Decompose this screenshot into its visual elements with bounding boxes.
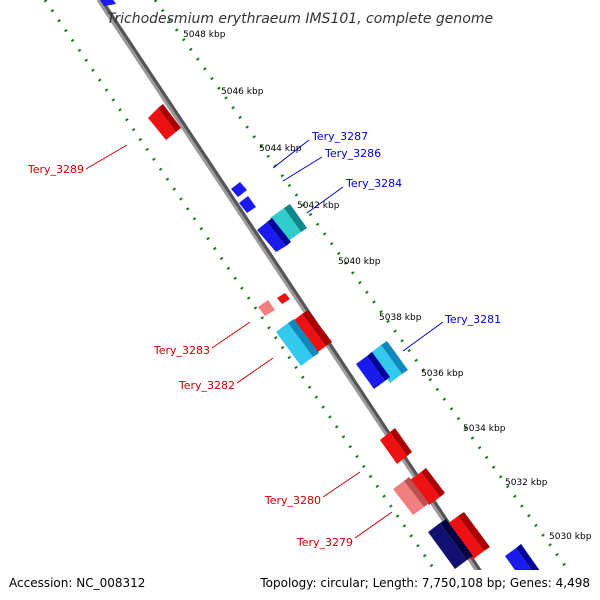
gene-label-tery-3281[interactable]: Tery_3281 <box>444 313 501 326</box>
gene-blue-mid[interactable] <box>356 352 390 389</box>
leader-line <box>282 156 323 182</box>
scale-label: 5046 kbp <box>221 87 264 97</box>
reverse-gene-labels: Tery_3289 Tery_3283 Tery_3282 Tery_3280 … <box>27 144 393 549</box>
gene-label-tery-3284[interactable]: Tery_3284 <box>345 177 402 190</box>
forward-gene-labels: Tery_3287 Tery_3286 Tery_3284 Tery_3281 <box>272 130 501 352</box>
leader-line <box>211 321 251 349</box>
gene-tery-3280[interactable] <box>393 477 429 515</box>
scale-label: 5048 kbp <box>183 30 226 40</box>
leader-line <box>85 144 128 170</box>
scale-label: 5036 kbp <box>421 369 464 379</box>
leader-line <box>402 321 444 352</box>
scale-label: 5038 kbp <box>379 313 422 323</box>
inner-reverse-track <box>43 0 457 600</box>
gene-top-partial[interactable] <box>100 0 116 6</box>
gene-tery-3279[interactable] <box>428 519 473 569</box>
gene-tery-3287[interactable] <box>231 182 247 197</box>
gene-features <box>100 0 545 590</box>
map-title: Trichodesmium erythraeum IMS101, complet… <box>107 11 493 27</box>
gene-tery-3282[interactable] <box>276 319 319 366</box>
gene-small-red[interactable] <box>277 293 290 304</box>
scale-labels: 5048 kbp 5046 kbp 5044 kbp 5042 kbp 5040… <box>183 30 592 542</box>
scale-label: 5042 kbp <box>297 201 340 211</box>
gene-red-low-b[interactable] <box>410 468 445 505</box>
accession-text: Accession: NC_008312 <box>9 576 145 590</box>
gene-label-tery-3279[interactable]: Tery_3279 <box>296 536 353 549</box>
gene-red-low-a[interactable] <box>380 428 412 464</box>
leader-line <box>354 511 393 539</box>
leader-line <box>236 357 274 384</box>
leader-line <box>306 186 344 214</box>
gene-tery-3281[interactable] <box>369 341 408 383</box>
scale-label: 5040 kbp <box>338 257 381 267</box>
gene-tery-3289[interactable] <box>148 104 181 140</box>
gene-red-bottom[interactable] <box>446 512 490 560</box>
scale-label: 5044 kbp <box>259 144 302 154</box>
gene-tery-3285[interactable] <box>257 218 291 252</box>
gene-label-tery-3289[interactable]: Tery_3289 <box>27 163 84 176</box>
gene-label-tery-3286[interactable]: Tery_3286 <box>324 147 381 160</box>
genome-summary-text: Topology: circular; Length: 7,750,108 bp… <box>259 576 590 590</box>
gene-red-large[interactable] <box>290 310 332 355</box>
scale-label: 5030 kbp <box>549 532 592 542</box>
scale-label: 5034 kbp <box>463 424 506 434</box>
scale-label: 5032 kbp <box>505 478 548 488</box>
gene-label-tery-3282[interactable]: Tery_3282 <box>178 379 235 392</box>
gene-tery-3283[interactable] <box>258 300 275 316</box>
gene-tery-3284[interactable] <box>270 204 307 242</box>
gene-label-tery-3280[interactable]: Tery_3280 <box>264 494 321 507</box>
gene-label-tery-3287[interactable]: Tery_3287 <box>311 130 368 143</box>
footer-background <box>0 570 600 600</box>
gene-label-tery-3283[interactable]: Tery_3283 <box>153 344 210 357</box>
gene-tery-3286[interactable] <box>239 196 256 213</box>
leader-line <box>322 471 361 498</box>
leader-line <box>272 139 310 169</box>
